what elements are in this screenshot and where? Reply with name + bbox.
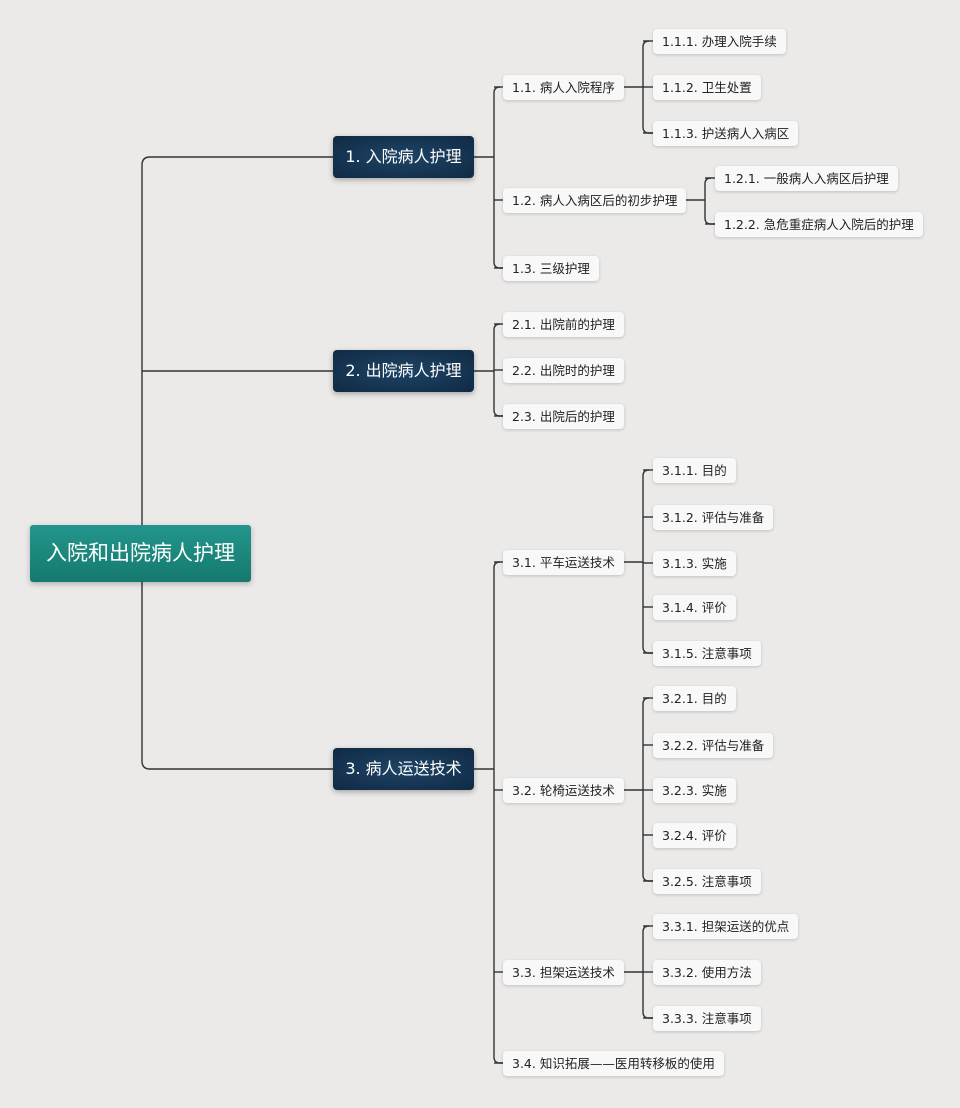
- branch-connector: [493, 86, 503, 269]
- subtopic[interactable]: 3.4. 知识拓展——医用转移板的使用: [503, 1050, 724, 1076]
- leaf-topic[interactable]: 1.1.3. 护送病人入病区: [653, 120, 799, 146]
- branch-connector: [493, 561, 503, 1064]
- leaf-topic[interactable]: 3.2.5. 注意事项: [653, 868, 761, 894]
- subtopic[interactable]: 1.3. 三级护理: [503, 255, 599, 281]
- subtopic[interactable]: 3.1. 平车运送技术: [503, 549, 624, 575]
- subtopic[interactable]: 2.2. 出院时的护理: [503, 357, 624, 383]
- leaf-topic[interactable]: 3.3.2. 使用方法: [653, 959, 761, 985]
- leaf-topic[interactable]: 1.2.2. 急危重症病人入院后的护理: [715, 211, 923, 237]
- leaf-topic[interactable]: 3.3.1. 担架运送的优点: [653, 913, 799, 939]
- main-topic-1[interactable]: 1. 入院病人护理: [333, 136, 474, 178]
- subtopic[interactable]: 3.3. 担架运送技术: [503, 959, 624, 985]
- root-connector: [141, 156, 333, 770]
- root-topic[interactable]: 入院和出院病人护理: [30, 525, 251, 582]
- subtopic[interactable]: 2.3. 出院后的护理: [503, 403, 624, 429]
- leaf-topic[interactable]: 3.2.2. 评估与准备: [653, 732, 774, 758]
- subtopic[interactable]: 2.1. 出院前的护理: [503, 311, 624, 337]
- main-topic-3[interactable]: 3. 病人运送技术: [333, 748, 474, 790]
- subtopic-connector: [704, 177, 715, 225]
- leaf-topic[interactable]: 3.1.3. 实施: [653, 550, 736, 576]
- leaf-topic[interactable]: 3.1.4. 评价: [653, 594, 736, 620]
- leaf-topic[interactable]: 3.2.4. 评价: [653, 822, 736, 848]
- leaf-topic[interactable]: 3.1.5. 注意事项: [653, 640, 761, 666]
- subtopic[interactable]: 3.2. 轮椅运送技术: [503, 777, 624, 803]
- leaf-topic[interactable]: 3.2.1. 目的: [653, 685, 736, 711]
- leaf-topic[interactable]: 1.1.1. 办理入院手续: [653, 28, 786, 54]
- subtopic-connector: [642, 469, 653, 654]
- leaf-topic[interactable]: 3.3.3. 注意事项: [653, 1005, 761, 1031]
- leaf-topic[interactable]: 3.1.2. 评估与准备: [653, 504, 774, 530]
- leaf-topic[interactable]: 3.2.3. 实施: [653, 777, 736, 803]
- leaf-topic[interactable]: 1.2.1. 一般病人入病区后护理: [715, 165, 898, 191]
- leaf-topic[interactable]: 3.1.1. 目的: [653, 457, 736, 483]
- subtopic[interactable]: 1.2. 病人入病区后的初步护理: [503, 187, 687, 213]
- subtopic[interactable]: 1.1. 病人入院程序: [503, 74, 624, 100]
- leaf-topic[interactable]: 1.1.2. 卫生处置: [653, 74, 761, 100]
- main-topic-2[interactable]: 2. 出院病人护理: [333, 350, 474, 392]
